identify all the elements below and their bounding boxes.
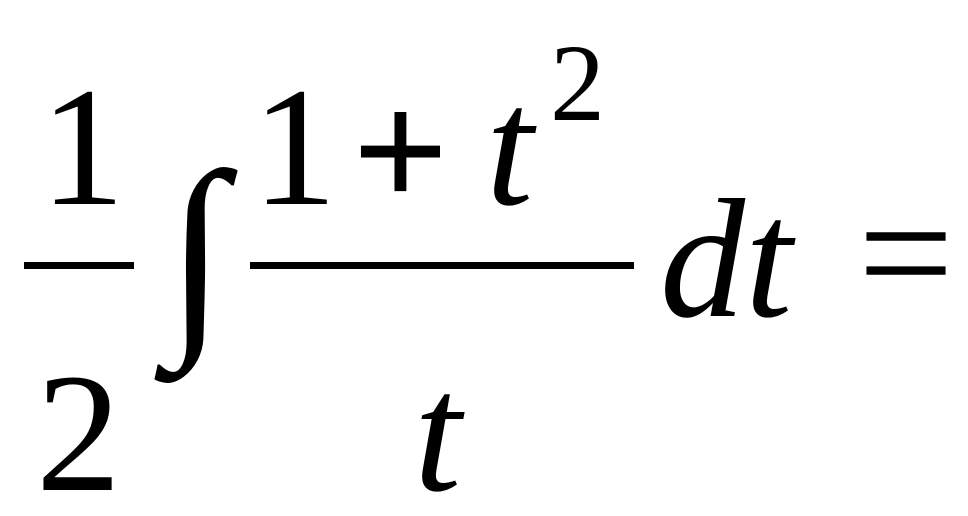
equals-sign: =	[858, 159, 954, 347]
integrand-fraction-bar	[250, 262, 634, 269]
integrand-numerator-variable: t	[486, 53, 534, 241]
integrand-numerator-constant: 1	[252, 53, 337, 241]
integrand-exponent: 2	[550, 22, 605, 144]
coefficient-denominator: 2	[36, 339, 121, 516]
differential-dt: dt	[660, 165, 793, 353]
coefficient-numerator: 1	[40, 53, 125, 241]
integrand-plus-operator: +	[352, 57, 449, 245]
coefficient-fraction-bar	[24, 262, 134, 269]
integrand-denominator-variable: t	[414, 339, 462, 516]
integral-sign: ∫	[166, 128, 227, 372]
